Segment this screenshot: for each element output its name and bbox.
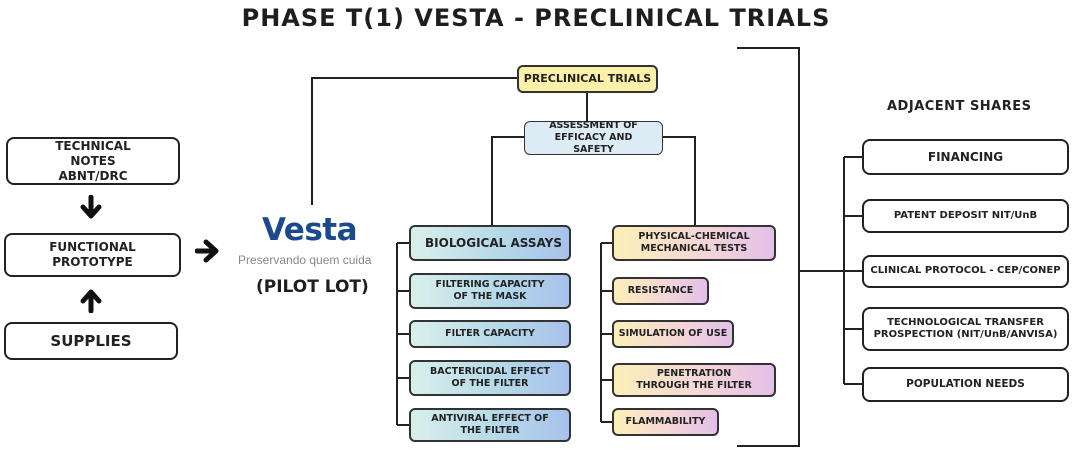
physical-item-simulation-of-use: SIMULATION OF USE xyxy=(612,320,734,348)
physical-chemical-box: PHYSICAL-CHEMICAL MECHANICAL TESTS xyxy=(612,225,776,261)
arrow-up-icon xyxy=(80,289,102,313)
physical-item-penetration: PENETRATION THROUGH THE FILTER xyxy=(612,363,776,397)
vesta-logo: Vesta xyxy=(262,212,358,248)
assessment-box: ASSESSMENT OF EFFICACY AND SAFETY xyxy=(524,120,663,155)
page-title: PHASE T(1) VESTA - PRECLINICAL TRIALS xyxy=(241,4,831,32)
biological-item-bactericidal-effect: BACTERICIDAL EFFECT OF THE FILTER xyxy=(409,360,571,396)
arrow-right-icon xyxy=(195,239,219,263)
arrow-down-icon xyxy=(80,195,102,219)
preclinical-trials-box: PRECLINICAL TRIALS xyxy=(517,65,658,93)
biological-item-filtering-capacity-mask: FILTERING CAPACITY OF THE MASK xyxy=(409,273,571,309)
functional-prototype-box: FUNCTIONAL PROTOTYPE xyxy=(4,233,181,277)
adjacent-item-clinical-protocol: CLINICAL PROTOCOL - CEP/CONEP xyxy=(862,255,1069,288)
connector-assessment-biological xyxy=(491,136,527,225)
physical-item-resistance: RESISTANCE xyxy=(612,277,709,305)
connector-assessment-physical xyxy=(661,136,696,225)
biological-item-antiviral-effect: ANTIVIRAL EFFECT OF THE FILTER xyxy=(409,408,571,442)
pilot-lot-label: (PILOT LOT) xyxy=(256,277,369,297)
adjacent-item-patent-deposit: PATENT DEPOSIT NIT/UnB xyxy=(862,199,1069,233)
adjacent-shares-heading: ADJACENT SHARES xyxy=(887,99,1032,114)
adjacent-item-financing: FINANCING xyxy=(862,139,1069,175)
logo-tagline: Preservando quem cuida xyxy=(238,253,372,267)
adjacent-item-technological-transfer: TECHNOLOGICAL TRANSFER PROSPECTION (NIT/… xyxy=(862,307,1069,351)
supplies-box: SUPPLIES xyxy=(4,322,178,360)
biological-assays-box: BIOLOGICAL ASSAYS xyxy=(409,225,571,261)
technical-notes-box: TECHNICAL NOTES ABNT/DRC xyxy=(6,137,180,185)
physical-item-flammability: FLAMMABILITY xyxy=(612,408,719,436)
biological-item-filter-capacity: FILTER CAPACITY xyxy=(409,320,571,348)
bracket xyxy=(737,47,800,447)
adjacent-item-population-needs: POPULATION NEEDS xyxy=(862,367,1069,402)
connector-vesta-preclinical xyxy=(311,77,517,205)
